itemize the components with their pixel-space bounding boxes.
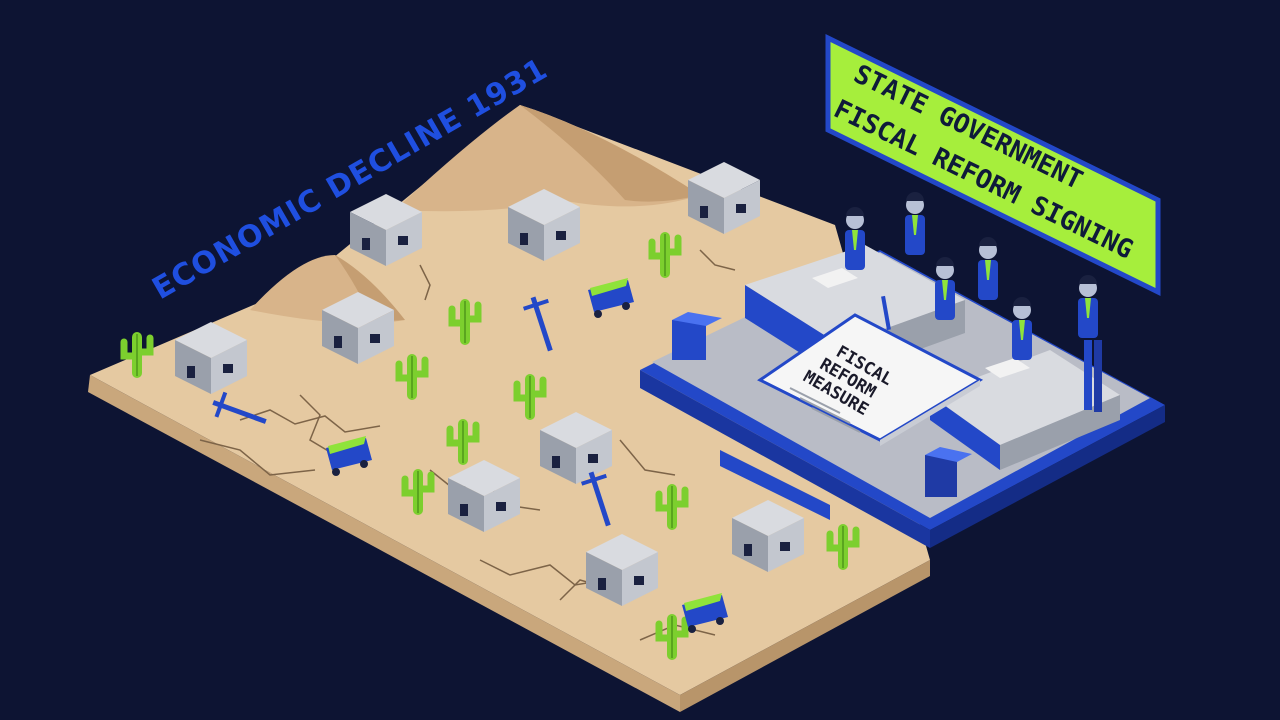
officials xyxy=(845,192,1102,412)
desert-ground xyxy=(88,105,930,712)
sand-dunes xyxy=(250,105,700,324)
fiscal-reform-document: FISCAL REFORM MEASURE xyxy=(757,295,984,446)
